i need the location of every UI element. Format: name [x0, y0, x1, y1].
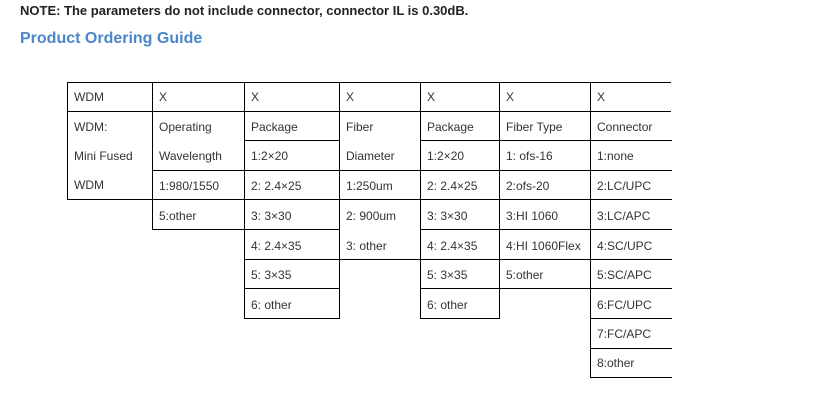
header-bottom-rule [67, 111, 671, 112]
table-cell: 5:SC/APC [597, 268, 652, 282]
table-cell: WDM: [74, 120, 108, 134]
row-divider [244, 318, 340, 319]
table-cell: 6:FC/UPC [597, 298, 652, 312]
row-divider [152, 170, 245, 171]
row-divider [590, 288, 672, 289]
table-cell: Wavelength [159, 149, 222, 163]
row-divider [152, 199, 245, 200]
row-divider [499, 288, 591, 289]
table-header-cell: X [159, 90, 168, 104]
row-divider [499, 229, 591, 230]
table-cell: 1:2×20 [427, 149, 465, 163]
table-cell: 3: 3×30 [427, 209, 468, 223]
table-cell: 5:other [506, 268, 544, 282]
table-cell: Fiber [346, 120, 374, 134]
row-divider [590, 348, 672, 349]
product-ordering-guide-title: Product Ordering Guide [20, 30, 203, 47]
row-divider [420, 199, 500, 200]
table-top-rule [67, 82, 671, 83]
table-cell: Package [427, 120, 474, 134]
row-divider [499, 140, 591, 141]
table-header-cell: X [346, 90, 355, 104]
row-divider [244, 140, 340, 141]
row-divider [590, 259, 672, 260]
table-cell: 6: other [251, 298, 292, 312]
table-cell: 2: 900um [346, 209, 397, 223]
row-divider [339, 259, 421, 260]
table-cell: 5:other [159, 209, 197, 223]
table-header-cell: X [251, 90, 260, 104]
table-cell: 5: 3×35 [251, 268, 292, 282]
row-divider [499, 170, 591, 171]
row-divider [590, 170, 672, 171]
row-divider [499, 259, 591, 260]
row-divider [244, 170, 340, 171]
table-cell: 2:ofs-20 [506, 179, 550, 193]
row-divider [420, 140, 500, 141]
table-cell: Operating [159, 120, 212, 134]
table-cell: Fiber Type [506, 120, 563, 134]
table-cell: 2:LC/UPC [597, 179, 652, 193]
table-cell: 2: 2.4×25 [251, 179, 302, 193]
table-cell: 6: other [427, 298, 468, 312]
table-header-cell: X [506, 90, 515, 104]
row-divider [420, 259, 500, 260]
ordering-note: NOTE: The parameters do not include conn… [20, 3, 469, 18]
row-divider [244, 199, 340, 200]
row-divider [499, 199, 591, 200]
row-divider [590, 140, 672, 141]
column-divider [499, 82, 500, 319]
table-cell: 8:other [597, 356, 635, 370]
row-divider [339, 199, 421, 200]
table-cell: 5: 3×35 [427, 268, 468, 282]
table-cell: Connector [597, 120, 653, 134]
table-cell: 4: 2.4×35 [251, 239, 302, 253]
row-divider [420, 229, 500, 230]
table-cell: 1:2×20 [251, 149, 289, 163]
column-divider [152, 82, 153, 230]
table-cell: 3:LC/APC [597, 209, 651, 223]
row-divider [339, 170, 421, 171]
table-cell: 7:FC/APC [597, 327, 652, 341]
column-divider [244, 82, 245, 319]
table-header-cell: X [597, 90, 606, 104]
table-cell: Mini Fused [74, 149, 133, 163]
column-divider [590, 82, 591, 378]
column-divider [420, 82, 421, 319]
table-cell: Package [251, 120, 298, 134]
table-cell: 1:980/1550 [159, 179, 220, 193]
row-divider [67, 199, 153, 200]
row-divider [152, 229, 245, 230]
table-cell: 3: 3×30 [251, 209, 292, 223]
row-divider [244, 229, 340, 230]
table-cell: Diameter [346, 149, 395, 163]
table-cell: 3:HI 1060 [506, 209, 559, 223]
row-divider [420, 318, 500, 319]
table-cell: 1: ofs-16 [506, 149, 553, 163]
table-cell: 1:250um [346, 179, 393, 193]
row-divider [590, 318, 672, 319]
column-divider [67, 82, 68, 200]
row-divider [590, 199, 672, 200]
row-divider [590, 229, 672, 230]
table-cell: 4:HI 1060Flex [506, 239, 581, 253]
column-divider [339, 82, 340, 319]
table-cell: 4:SC/UPC [597, 239, 653, 253]
row-divider [244, 259, 340, 260]
table-cell: WDM [74, 178, 104, 192]
row-divider [244, 288, 340, 289]
table-cell: 1:none [597, 149, 634, 163]
table-cell: 2: 2.4×25 [427, 179, 478, 193]
table-header-cell: X [427, 90, 436, 104]
table-cell: 4: 2.4×35 [427, 239, 478, 253]
table-cell: 3: other [346, 239, 387, 253]
row-divider [420, 170, 500, 171]
table-header-cell: WDM [74, 90, 104, 104]
row-divider [420, 288, 500, 289]
row-divider [590, 377, 672, 378]
